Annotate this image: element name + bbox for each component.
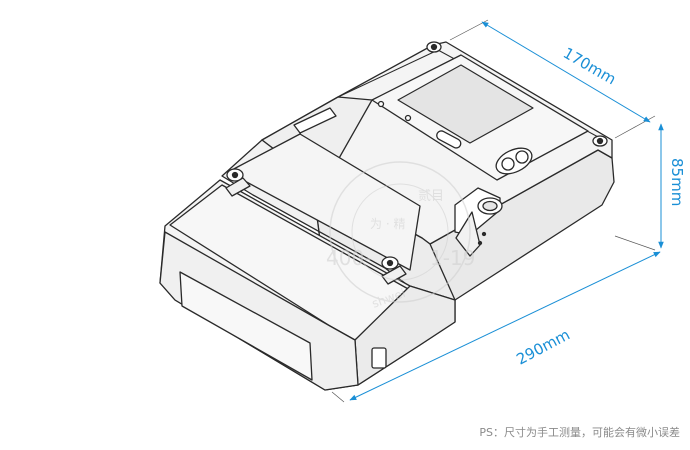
meter-button (501, 157, 515, 171)
length-dimension-label: 290mm (513, 325, 573, 368)
indicator-led (404, 114, 412, 122)
meter-button (515, 150, 529, 164)
watermark-tagline: 为 · 精 (370, 217, 405, 231)
indicator-led (377, 100, 385, 108)
ir-port (436, 130, 462, 149)
width-dimension-line (481, 21, 651, 123)
measurement-note: PS：尺寸为手工测量，可能会有微小误差 (479, 426, 680, 439)
height-dimension-label: 85mm (668, 158, 686, 206)
width-dimension-label: 170mm (560, 44, 619, 89)
length-dimension-line (349, 251, 661, 401)
dimension-lines (331, 19, 664, 403)
seal-latch (371, 347, 387, 369)
watermark-phone: 400- (326, 246, 371, 270)
watermark-phone-tail: 1-19 (430, 246, 475, 270)
watermark-brand: 贰目 (418, 188, 444, 204)
